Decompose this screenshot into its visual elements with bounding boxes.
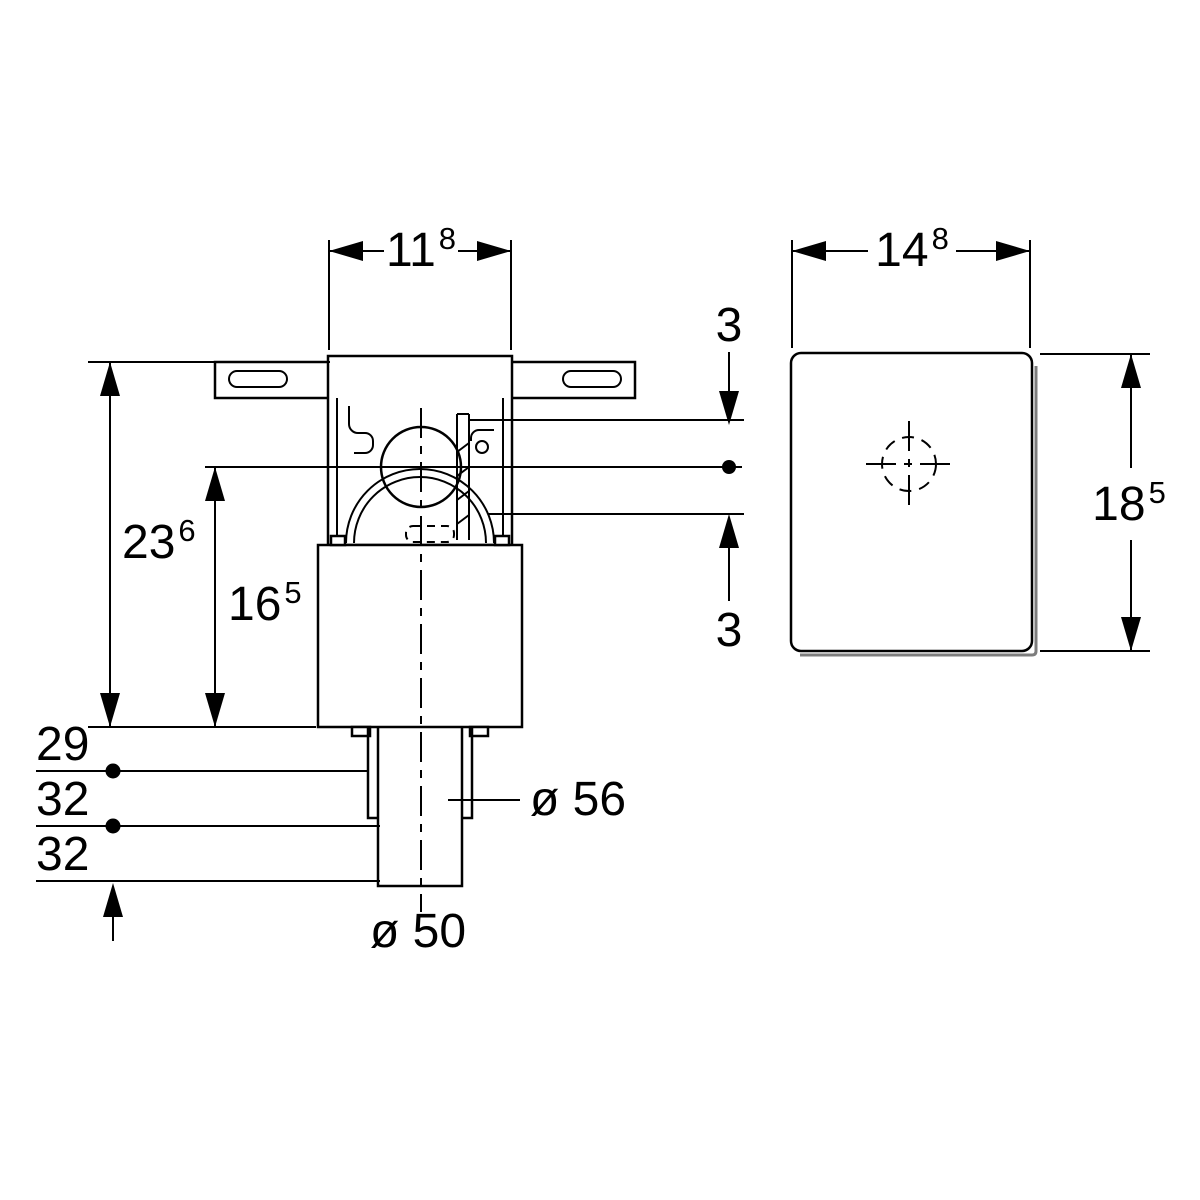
arrow-up-icon — [100, 362, 120, 396]
flange-slot-right — [562, 370, 622, 388]
arrow-down-icon — [719, 391, 739, 425]
arrow-up-icon — [719, 514, 739, 548]
centerline-dot — [722, 460, 736, 474]
frame-inner-walls — [336, 398, 504, 543]
arrow-up-icon — [1121, 354, 1141, 388]
dim-width-plate: 148 — [791, 221, 1031, 348]
side-view — [789, 351, 1038, 657]
cover-plate — [789, 351, 1034, 653]
dimensions: 118 148 236 165 — [36, 221, 1166, 958]
body-tab-right — [493, 534, 511, 547]
arrow-right-icon — [996, 241, 1030, 261]
dim-offset-above: 3 — [716, 299, 743, 425]
dim-height-total: 236 — [88, 361, 330, 728]
dim-offset-below: 3 — [716, 514, 743, 657]
arrow-right-icon — [477, 241, 511, 261]
dim-diameter-socket: ø 56 — [448, 773, 626, 826]
arrow-down-icon — [100, 693, 120, 727]
dim-width-plate-label: 148 — [875, 221, 949, 277]
diameter-socket-label: ø 56 — [530, 773, 626, 826]
dim-height-plate-label: 185 — [1092, 475, 1166, 531]
overflow-dashed-outline — [405, 525, 455, 543]
body-tab-left — [329, 534, 347, 547]
level-mid-dot — [105, 818, 121, 834]
level-top-label: 29 — [36, 718, 89, 771]
fastener-right — [470, 429, 494, 441]
level-mid-label: 32 — [36, 773, 89, 826]
arrow-left-icon — [792, 241, 826, 261]
dim-height-body: 165 — [205, 467, 302, 727]
dim-height-plate: 185 — [1040, 353, 1166, 652]
dim-levels: 29 32 32 — [36, 718, 380, 941]
foot-right — [468, 725, 490, 738]
dim-height-body-label: 165 — [228, 575, 302, 631]
plate-shadow — [800, 366, 1038, 657]
dim-offset-below-label: 3 — [716, 604, 743, 657]
dim-height-total-extensions — [88, 361, 330, 728]
supply-pipe-lines — [456, 413, 470, 540]
foot-left — [350, 725, 372, 738]
dim-width-front-extensions — [328, 240, 512, 350]
dim-width-plate-extensions — [791, 240, 1031, 348]
fastener-left — [348, 406, 374, 454]
arrow-down-icon — [1121, 617, 1141, 651]
arrow-up-icon — [103, 883, 123, 917]
dim-offset-above-label: 3 — [716, 299, 743, 352]
dim-height-total-label: 236 — [122, 513, 196, 569]
flange-slot-left — [228, 370, 288, 388]
dim-width-front: 118 — [328, 221, 512, 350]
level-top-dot — [105, 763, 121, 779]
diameter-outlet-label: ø 50 — [370, 905, 466, 958]
front-view — [213, 354, 637, 912]
level-bottom-label: 32 — [36, 828, 89, 881]
arrow-up-icon — [205, 467, 225, 501]
arrow-down-icon — [205, 693, 225, 727]
fastener-right-eye — [475, 440, 489, 454]
dim-width-front-label: 118 — [386, 221, 456, 277]
arrow-left-icon — [329, 241, 363, 261]
center-mark-cross — [866, 421, 952, 507]
